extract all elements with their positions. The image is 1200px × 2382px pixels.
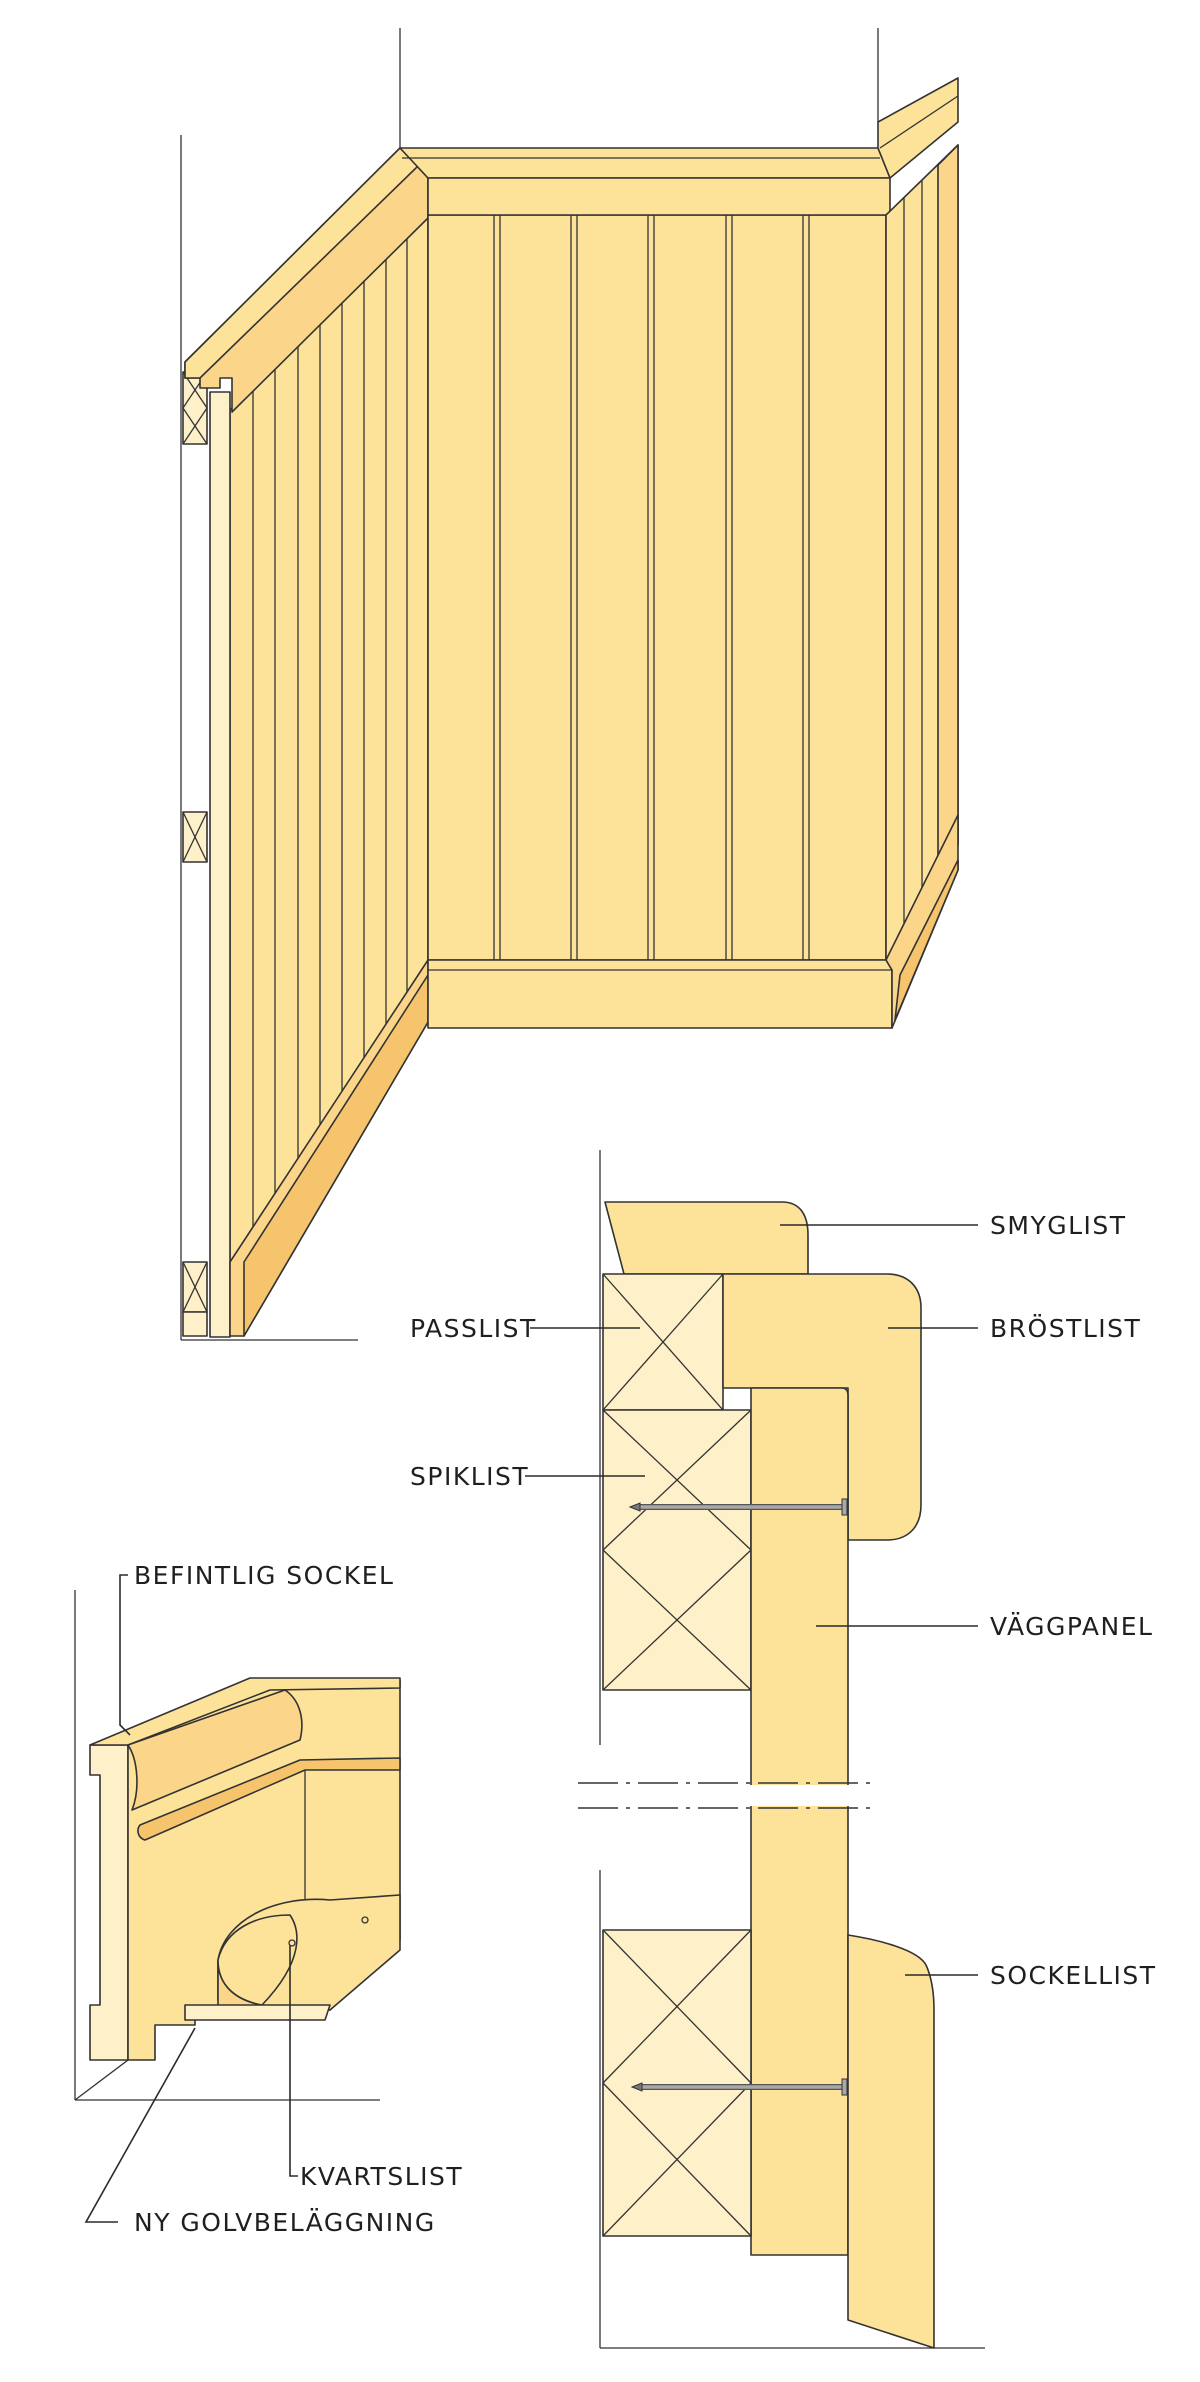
brostlist-section: [722, 1273, 922, 1541]
sockellist-section: [847, 1934, 935, 2349]
spiklist-section-upper: [602, 1409, 752, 1691]
label-sockellist: SOCKELLIST: [990, 1961, 1157, 1990]
front-chair-rail: [399, 147, 891, 179]
label-spiklist: SPIKLIST: [410, 1462, 529, 1491]
vaggpanel-section: [750, 1387, 849, 2256]
right-chair-rail: [877, 77, 959, 179]
label-ny-golvbelaggning: NY GOLVBELÄGGNING: [134, 2208, 436, 2237]
label-brostlist: BRÖSTLIST: [990, 1314, 1141, 1343]
label-befintlig-sockel: BEFINTLIG SOCKEL: [134, 1561, 394, 1590]
nail-upper: [628, 1498, 848, 1516]
label-kvartslist: KVARTSLIST: [300, 2162, 463, 2191]
wall-cross-section: [578, 1150, 985, 2349]
existing-skirting: [89, 1744, 129, 2061]
front-wall-panels: [427, 214, 887, 961]
spiklist-section-lower: [602, 1929, 752, 2237]
label-vaggpanel: VÄGGPANEL: [990, 1612, 1153, 1641]
label-smyglist: SMYGLIST: [990, 1211, 1127, 1240]
nail-lower: [630, 2078, 848, 2096]
section-break: [578, 1782, 872, 1809]
annotations: SMYGLIST BRÖSTLIST PASSLIST SPIKLIST VÄG…: [84, 1211, 1157, 2237]
smyglist-section: [604, 1201, 809, 1275]
new-floor-covering: [184, 2004, 331, 2021]
label-passlist: PASSLIST: [410, 1314, 537, 1343]
corner-wall-3d-view: [180, 28, 959, 1341]
skirting-detail-view: [74, 1590, 401, 2101]
